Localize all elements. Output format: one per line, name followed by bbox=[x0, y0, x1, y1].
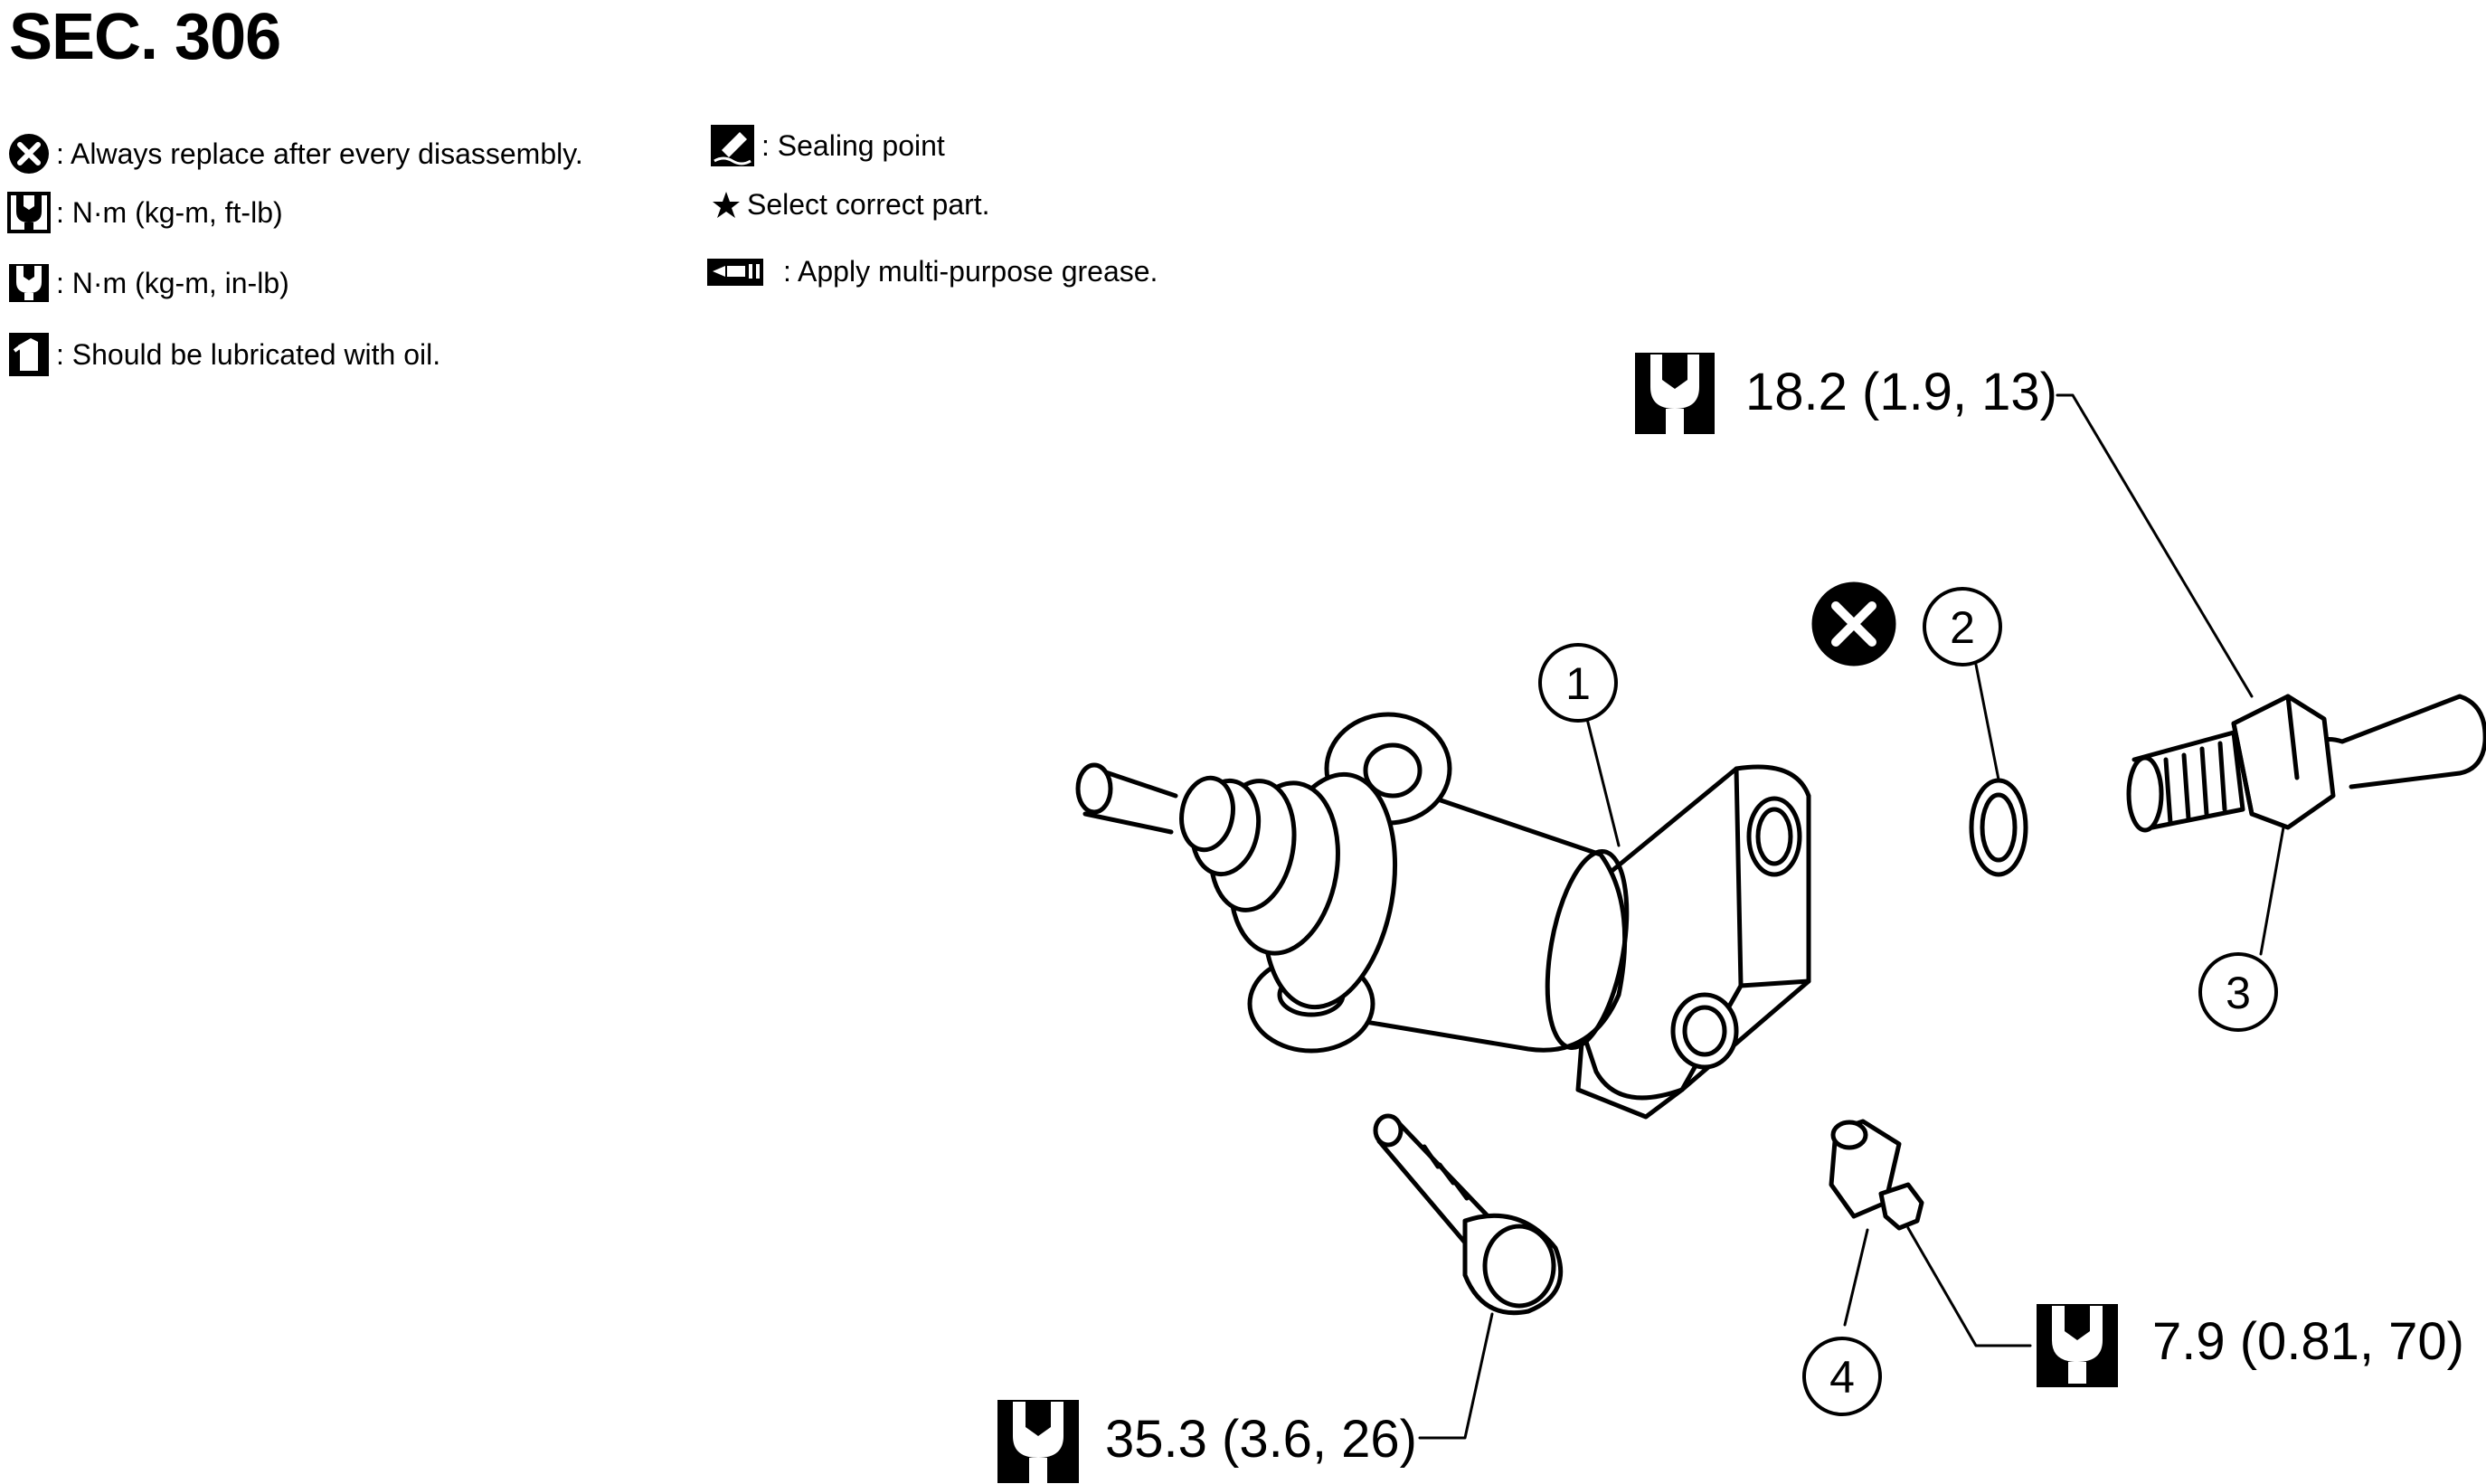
callout-2-label: 2 bbox=[1950, 602, 1975, 653]
torque-value-4: 7.9 (0.81, 70) bbox=[2152, 1312, 2464, 1371]
legend-torque-ftlb-text: : N·m (kg-m, ft-lb) bbox=[56, 195, 283, 229]
torque-value-5: 35.3 (3.6, 26) bbox=[1105, 1410, 1417, 1469]
callout-1-label: 1 bbox=[1565, 658, 1591, 709]
oil-can-icon bbox=[9, 333, 49, 376]
legend-replace: : Always replace after every disassembly… bbox=[7, 132, 583, 175]
legend-torque-ftlb: : N·m (kg-m, ft-lb) bbox=[7, 192, 283, 233]
legend-sealing: : Sealing point bbox=[709, 123, 945, 168]
operating-cylinder bbox=[1075, 712, 1811, 1120]
legend-sealing-text: : Sealing point bbox=[761, 128, 945, 162]
torque-value-3: 18.2 (1.9, 13) bbox=[1745, 363, 2057, 421]
star-icon bbox=[713, 191, 740, 218]
legend-oil: : Should be lubricated with oil. bbox=[7, 331, 440, 378]
x-circle-icon bbox=[9, 134, 49, 174]
torque-badge-5-icon bbox=[997, 1400, 1079, 1483]
callout-3-label: 3 bbox=[2226, 968, 2251, 1018]
torque-badge-3-icon bbox=[1635, 353, 1715, 434]
legend-select: Select correct part. bbox=[711, 188, 990, 222]
legend-select-text: Select correct part. bbox=[747, 188, 990, 221]
callout-4-label: 4 bbox=[1829, 1352, 1855, 1403]
wrench-ftlb-icon bbox=[7, 192, 51, 233]
grease-gun-icon bbox=[707, 259, 763, 286]
sealant-icon bbox=[711, 125, 754, 166]
wrench-inlb-icon bbox=[9, 264, 49, 302]
mounting-bolt bbox=[1373, 1113, 1564, 1316]
legend-oil-text: : Should be lubricated with oil. bbox=[56, 337, 441, 371]
legend-replace-text: : Always replace after every disassembly… bbox=[56, 137, 583, 170]
torque-badge-4-icon bbox=[2037, 1304, 2118, 1387]
legend-grease-text: : Apply multi-purpose grease. bbox=[783, 254, 1158, 288]
section-title: SEC. 306 bbox=[9, 1, 281, 73]
bleeder-screw bbox=[1829, 1119, 1924, 1231]
union-bolt bbox=[2126, 694, 2486, 833]
legend-torque-inlb: : N·m (kg-m, in-lb) bbox=[7, 262, 289, 304]
legend-torque-inlb-text: : N·m (kg-m, in-lb) bbox=[56, 266, 289, 299]
legend-grease: : Apply multi-purpose grease. bbox=[705, 253, 1158, 289]
